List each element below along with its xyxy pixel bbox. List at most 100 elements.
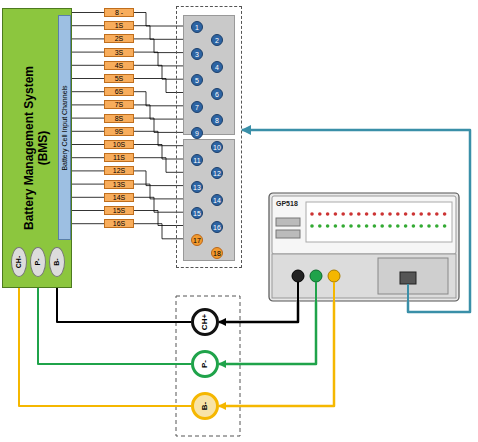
cell-wire (134, 92, 190, 106)
node-label: B- (53, 248, 61, 276)
cell-wire (72, 157, 104, 158)
resistor-text: 11S (105, 154, 133, 161)
bms-terminal: B- (49, 247, 65, 277)
resistor-label: 11S (104, 153, 134, 162)
cable-connector (38, 277, 191, 364)
cell-wire (72, 38, 104, 39)
cell-wire (134, 224, 190, 239)
resistor-text: 3S (105, 49, 133, 56)
pin-number: 17 (191, 234, 203, 246)
node-label: Battery Cell Input Channels (60, 20, 68, 235)
cell-wire (72, 12, 104, 13)
cable-connector (219, 302, 316, 364)
pin-number: 18 (211, 247, 223, 259)
resistor-text: 5S (105, 75, 133, 82)
cell-wire (134, 145, 190, 160)
resistor-label: 8S (104, 114, 134, 123)
cell-wire (72, 91, 104, 92)
resistor-text: 8S (105, 115, 133, 122)
resistor-text: 14S (105, 194, 133, 201)
pin-number: 4 (211, 61, 223, 73)
bms-terminal: CH- (11, 247, 27, 277)
cell-wire (72, 104, 104, 105)
cell-wire (72, 184, 104, 185)
cell-wire (72, 65, 104, 66)
cable-connector (19, 277, 191, 406)
pin-number: 16 (211, 221, 223, 233)
resistor-label: 15S (104, 206, 134, 215)
resistor-label: 13S (104, 180, 134, 189)
pin-number: 14 (211, 194, 223, 206)
connector-housing (183, 15, 235, 135)
resistor-text: 8 - (105, 9, 133, 16)
pin-number: 1 (191, 21, 203, 33)
resistor-text: 2S (105, 35, 133, 42)
resistor-text: 15S (105, 207, 133, 214)
cell-wire (134, 39, 190, 53)
device-model: GP518 (275, 200, 299, 207)
cell-wire (134, 65, 190, 79)
cable-connector (242, 130, 470, 312)
node-label: Battery Management System (BMS) (23, 53, 51, 243)
resistor-text: 1S (105, 22, 133, 29)
test-terminal: B- (191, 392, 219, 420)
resistor-text: 4S (105, 62, 133, 69)
resistor-text: 12S (105, 167, 133, 174)
node-label: CH- (15, 248, 23, 276)
cell-wire (72, 223, 104, 224)
resistor-label: 1S (104, 21, 134, 30)
pin-number: 11 (191, 154, 203, 166)
terminal-group-outline (176, 296, 240, 436)
resistor-text: 9S (105, 128, 133, 135)
resistor-label: 5S (104, 74, 134, 83)
resistor-label: 7S (104, 100, 134, 109)
resistor-label: 8 - (104, 8, 134, 17)
resistor-text: 10S (105, 141, 133, 148)
resistor-label: 12S (104, 166, 134, 175)
pin-number: 6 (211, 88, 223, 100)
node-label: P- (34, 248, 42, 276)
pin-number: 13 (191, 181, 203, 193)
resistor-label: 14S (104, 193, 134, 202)
test-terminal: P- (191, 350, 219, 378)
cell-wire (72, 118, 104, 119)
resistor-label: 4S (104, 61, 134, 70)
test-terminal: CH+ (191, 308, 219, 336)
cell-wire (72, 52, 104, 53)
resistor-label: 16S (104, 219, 134, 228)
cell-wire (134, 118, 190, 132)
resistor-text: 13S (105, 181, 133, 188)
cable-connector (219, 302, 298, 322)
node-label: CH+ (200, 310, 209, 334)
pin-number: 3 (191, 48, 203, 60)
cell-wire (134, 171, 190, 186)
pin-number: 10 (211, 141, 223, 153)
cell-wire (72, 144, 104, 145)
input-channel-bar: Battery Cell Input Channels (58, 15, 71, 240)
bms-terminal: P- (30, 247, 46, 277)
cell-wire (72, 78, 104, 79)
cell-wire (134, 13, 190, 27)
bms-block: Battery Management System (BMS) Battery C… (2, 8, 72, 288)
tester-device: GP518 (268, 192, 460, 302)
connector-block: 123456789101112131415161718 (176, 6, 242, 268)
node-label: P- (200, 352, 209, 376)
cable-connector (57, 277, 191, 322)
resistor-text: 16S (105, 220, 133, 227)
resistor-text: 6S (105, 88, 133, 95)
resistor-label: 3S (104, 48, 134, 57)
node-label: B- (200, 394, 209, 418)
cell-wire (72, 197, 104, 198)
cable-connector (219, 302, 334, 406)
tester-illustration (268, 192, 460, 302)
pin-number: 8 (211, 114, 223, 126)
resistor-label: 10S (104, 140, 134, 149)
cell-wire (72, 210, 104, 211)
resistor-label: 2S (104, 34, 134, 43)
cell-wire (72, 131, 104, 132)
cell-wire (72, 25, 104, 26)
pin-number: 7 (191, 101, 203, 113)
cell-wire (134, 197, 190, 212)
resistor-text: 7S (105, 101, 133, 108)
resistor-label: 6S (104, 87, 134, 96)
